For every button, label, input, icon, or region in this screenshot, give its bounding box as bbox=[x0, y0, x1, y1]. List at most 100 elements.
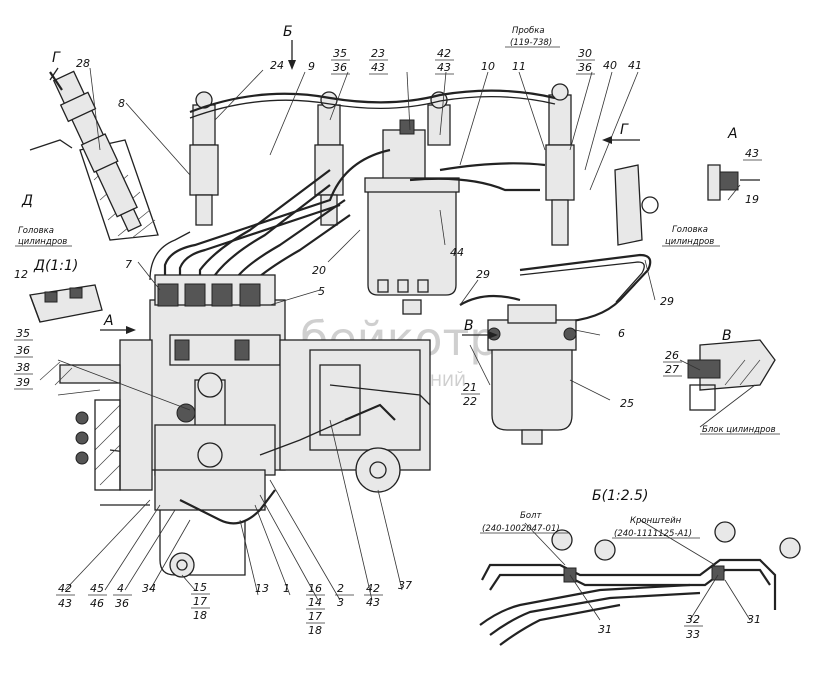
note-head-right-1: Головка bbox=[672, 225, 708, 235]
note-bolt-label: Болт bbox=[520, 511, 542, 521]
callout-24: 24 bbox=[270, 59, 284, 72]
view-label-b-detail: Б(1:2.5) bbox=[592, 488, 648, 504]
callout-25: 25 bbox=[620, 397, 634, 410]
flange-left bbox=[39, 339, 153, 491]
callout-29-center: 29 bbox=[476, 268, 490, 281]
callout-21: 21 bbox=[463, 381, 477, 394]
view-label-v-detail: В bbox=[722, 328, 732, 344]
note-bracket-number: (240-1111125-А1) bbox=[614, 529, 692, 539]
callout-44: 44 bbox=[450, 246, 464, 259]
callout-40: 40 bbox=[603, 59, 617, 72]
callout-1: 1 bbox=[283, 582, 290, 595]
injector-view-g bbox=[29, 70, 159, 241]
note-bolt-number: (240-1002047-01) bbox=[482, 524, 560, 534]
callout-8: 8 bbox=[118, 97, 125, 110]
callout-3: 3 bbox=[337, 596, 344, 609]
callout-14: 14 bbox=[308, 596, 322, 609]
callout-41: 41 bbox=[628, 59, 642, 72]
callout-28: 28 bbox=[76, 57, 90, 70]
callout-20: 20 bbox=[312, 264, 326, 277]
callout-23: 23 bbox=[371, 47, 385, 60]
cylinder-head-right bbox=[614, 164, 659, 246]
view-label-g-right: Г bbox=[620, 122, 629, 138]
detail-v bbox=[687, 339, 776, 411]
callout-38: 38 bbox=[16, 361, 30, 374]
injection-pump bbox=[100, 274, 431, 578]
callout-35-left: 35 bbox=[16, 327, 30, 340]
callout-18-left: 18 bbox=[193, 609, 207, 622]
callout-36-right: 36 bbox=[578, 61, 592, 74]
callout-37: 37 bbox=[398, 579, 412, 592]
callout-39: 39 bbox=[16, 376, 30, 389]
callout-34: 34 bbox=[142, 582, 156, 595]
callout-12: 12 bbox=[14, 268, 28, 281]
note-head-left-2: цилиндров bbox=[18, 237, 67, 247]
callout-18-right: 18 bbox=[308, 624, 322, 637]
callout-32: 32 bbox=[686, 613, 700, 626]
callout-17-right: 17 bbox=[308, 610, 322, 623]
callouts: 28 24 9 35 36 23 43 42 43 10 11 30 36 40… bbox=[14, 47, 761, 641]
note-head-left-1: Головка bbox=[18, 226, 54, 236]
callout-2: 2 bbox=[337, 582, 344, 595]
callout-29-right: 29 bbox=[660, 295, 674, 308]
callout-42-bottom-right: 42 bbox=[366, 582, 380, 595]
callout-16: 16 bbox=[308, 582, 322, 595]
callout-17-left: 17 bbox=[193, 595, 207, 608]
view-label-d-detail: Д(1:1) bbox=[33, 258, 78, 274]
callout-46: 46 bbox=[90, 597, 104, 610]
note-block: Блок цилиндров bbox=[702, 425, 776, 435]
view-label-d: Д bbox=[21, 193, 33, 209]
callout-9: 9 bbox=[308, 60, 315, 73]
view-label-a-detail: А bbox=[727, 126, 738, 142]
callout-43-bottom: 43 bbox=[58, 597, 72, 610]
callout-42-bottom: 42 bbox=[58, 582, 72, 595]
note-plug-number: (119-738) bbox=[510, 38, 552, 48]
callout-15: 15 bbox=[193, 581, 207, 594]
view-label-g-top: Г bbox=[52, 50, 61, 66]
callout-36-left: 36 bbox=[16, 344, 30, 357]
injector-row bbox=[189, 83, 575, 246]
callout-5: 5 bbox=[318, 285, 325, 298]
view-arrows bbox=[49, 40, 640, 339]
callout-10: 10 bbox=[481, 60, 495, 73]
callout-underlines bbox=[14, 59, 762, 627]
fine-filter-44 bbox=[364, 119, 460, 315]
callout-19: 19 bbox=[745, 193, 759, 206]
callout-43-top2: 43 bbox=[437, 61, 451, 74]
leader-lines bbox=[57, 67, 756, 621]
callout-42-top: 42 bbox=[437, 47, 451, 60]
callout-31-right: 31 bbox=[747, 613, 761, 626]
note-bracket-label: Кронштейн bbox=[630, 516, 682, 526]
view-label-b-arrow: Б bbox=[283, 24, 293, 40]
detail-b bbox=[479, 521, 801, 646]
detail-d bbox=[29, 284, 103, 323]
callout-11: 11 bbox=[512, 60, 526, 73]
fuel-line-29 bbox=[519, 253, 652, 324]
callout-31-left: 31 bbox=[598, 623, 612, 636]
callout-35-top: 35 bbox=[333, 47, 347, 60]
callout-45: 45 bbox=[90, 582, 104, 595]
callout-6: 6 bbox=[618, 327, 625, 340]
callout-43-bottom-right: 43 bbox=[366, 596, 380, 609]
leakoff-pipe-24 bbox=[189, 89, 556, 114]
callout-22: 22 bbox=[463, 395, 477, 408]
callout-30: 30 bbox=[578, 47, 592, 60]
note-head-right-2: цилиндров bbox=[665, 237, 714, 247]
callout-4: 4 bbox=[117, 582, 124, 595]
callout-26: 26 bbox=[665, 349, 679, 362]
high-pressure-lines bbox=[149, 148, 546, 290]
detail-a bbox=[707, 164, 760, 201]
callout-36-top: 36 bbox=[333, 61, 347, 74]
note-plug-label: Пробка bbox=[512, 26, 545, 36]
view-label-a-left: А bbox=[103, 313, 114, 329]
callout-43-detail-a: 43 bbox=[745, 147, 759, 160]
callout-36-bottom: 36 bbox=[115, 597, 129, 610]
callout-7: 7 bbox=[125, 258, 132, 271]
callout-33: 33 bbox=[686, 628, 700, 641]
coarse-filter-25 bbox=[487, 304, 577, 445]
callout-13: 13 bbox=[255, 582, 269, 595]
callout-43-top: 43 bbox=[371, 61, 385, 74]
view-label-v-arrow: В bbox=[464, 318, 474, 334]
